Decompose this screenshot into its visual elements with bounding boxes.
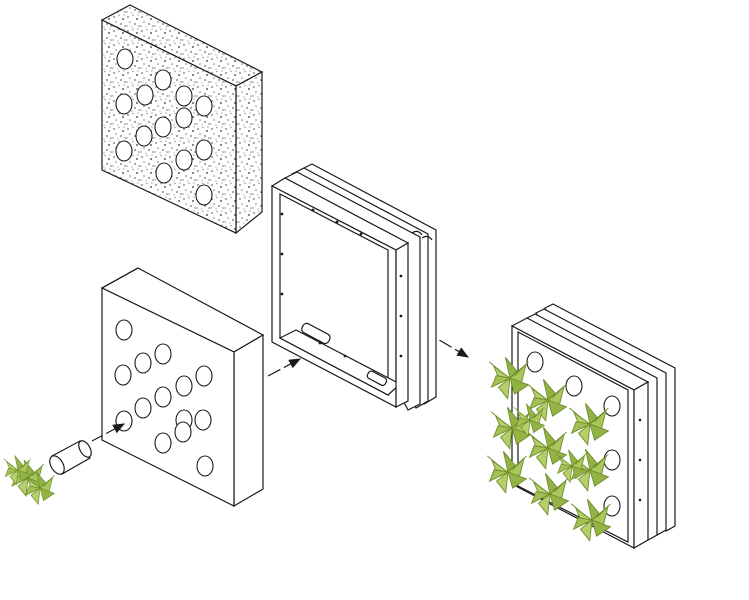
sleeve-holes	[114, 319, 214, 477]
plug-cylinder	[49, 440, 92, 475]
arrow-sleeve-to-frame	[267, 358, 302, 377]
plant-plug	[3, 440, 92, 505]
frame-rivets	[280, 208, 403, 358]
frame	[270, 163, 437, 411]
foam-block	[100, 4, 264, 235]
assembled-module	[486, 303, 676, 550]
arrow-plug-to-sleeve	[91, 423, 126, 442]
foam-holes	[115, 48, 213, 206]
sleeve-box	[100, 267, 265, 508]
